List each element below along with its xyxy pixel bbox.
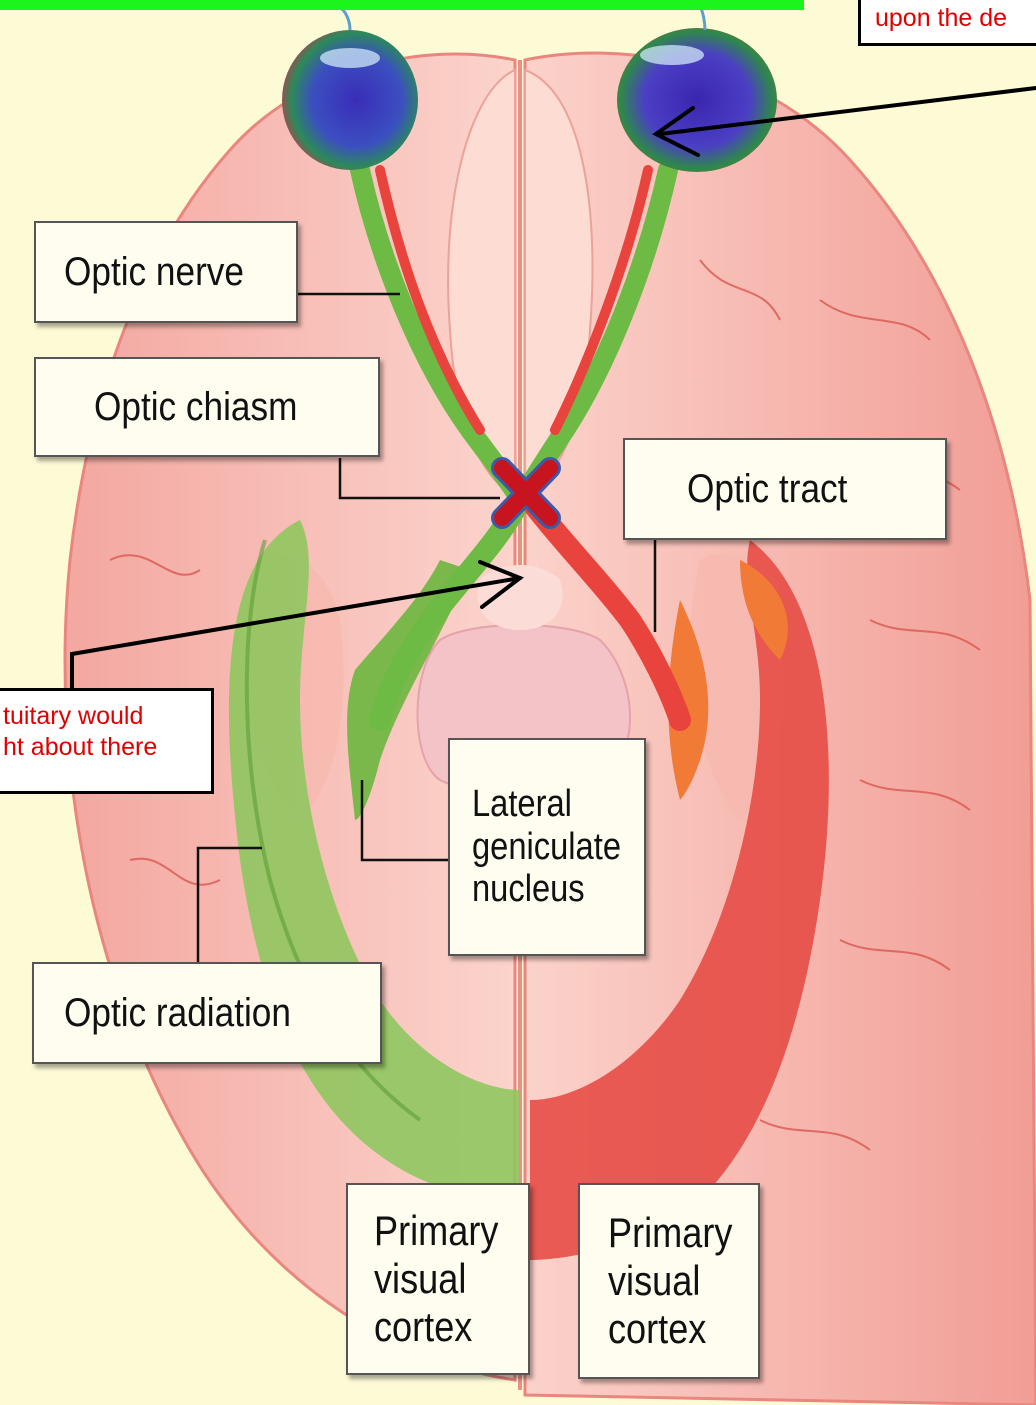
pvc-right-line-1: Primary — [608, 1209, 732, 1257]
top-right-note: upon the de — [858, 0, 1036, 46]
lgn-line-3: nucleus — [472, 868, 621, 911]
primary-visual-cortex-left-label: Primary visual cortex — [346, 1183, 530, 1375]
lgn-line-2: geniculate — [472, 826, 621, 869]
lgn-line-1: Lateral — [472, 783, 621, 826]
optic-nerve-text: Optic nerve — [64, 250, 244, 295]
optic-radiation-label: Optic radiation — [32, 962, 382, 1064]
optic-nerve-label: Optic nerve — [34, 221, 298, 323]
primary-visual-cortex-right-label: Primary visual cortex — [578, 1183, 760, 1379]
pituitary-note: tuitary would ht about there — [0, 688, 214, 794]
pvc-right-line-3: cortex — [608, 1305, 732, 1353]
optic-chiasm-text: Optic chiasm — [94, 385, 297, 430]
pvc-left-line-1: Primary — [374, 1207, 498, 1255]
optic-chiasm-label: Optic chiasm — [34, 357, 380, 457]
lateral-geniculate-label: Lateral geniculate nucleus — [448, 738, 646, 956]
pvc-left-line-2: visual — [374, 1255, 498, 1303]
optic-radiation-text: Optic radiation — [64, 991, 291, 1036]
pituitary-note-line-1: tuitary would — [3, 701, 211, 732]
highlight-bar — [0, 0, 804, 10]
optic-tract-label: Optic tract — [623, 438, 947, 540]
pituitary-note-line-2: ht about there — [3, 732, 211, 763]
optic-tract-text: Optic tract — [687, 467, 847, 512]
pvc-right-line-2: visual — [608, 1257, 732, 1305]
top-right-note-text: upon the de — [875, 4, 1007, 32]
pvc-left-line-3: cortex — [374, 1303, 498, 1351]
